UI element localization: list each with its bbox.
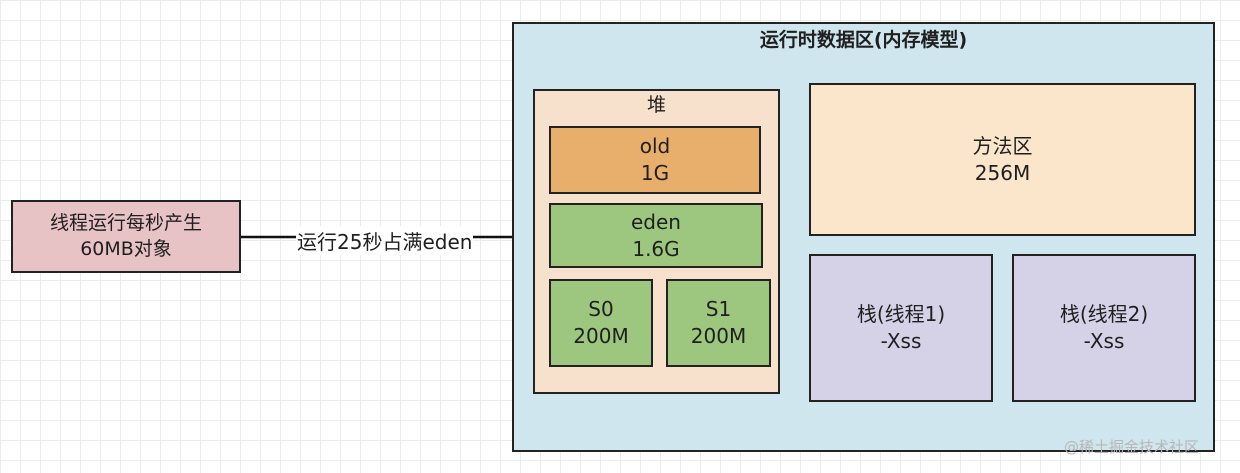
old-generation-size: 1G bbox=[640, 161, 670, 185]
runtime-data-area-title: 运行时数据区(内存模型) bbox=[759, 29, 968, 51]
stack-thread-1-name: 栈(线程1) bbox=[856, 302, 946, 326]
method-area-box: 方法区 256M bbox=[809, 83, 1196, 236]
eden-box: eden 1.6G bbox=[549, 203, 763, 268]
survivor-s1-size: 200M bbox=[690, 324, 747, 348]
thread-producer-box: 线程运行每秒产生 60MB对象 bbox=[11, 200, 241, 273]
producer-line-2: 60MB对象 bbox=[80, 237, 172, 260]
old-generation-name: old bbox=[639, 134, 671, 158]
watermark: @稀土掘金技术社区 bbox=[1064, 438, 1200, 456]
survivor-s0-box: S0 200M bbox=[549, 279, 653, 367]
survivor-s0-size: 200M bbox=[573, 324, 629, 348]
survivor-s0-name: S0 bbox=[588, 297, 614, 321]
heap-title: 堆 bbox=[646, 94, 666, 116]
method-area-name: 方法区 bbox=[972, 133, 1033, 158]
survivor-s1-name: S1 bbox=[705, 297, 732, 321]
producer-line-1: 线程运行每秒产生 bbox=[49, 211, 202, 234]
eden-name: eden bbox=[631, 209, 681, 234]
survivor-s1-box: S1 200M bbox=[666, 279, 771, 367]
stack-thread-2-name: 栈(线程2) bbox=[1059, 302, 1149, 326]
eden-size: 1.6G bbox=[632, 236, 680, 261]
method-area-size: 256M bbox=[974, 160, 1031, 185]
stack-thread-1-box: 栈(线程1) -Xss bbox=[809, 254, 993, 402]
stack-thread-2-param: -Xss bbox=[1083, 329, 1125, 353]
stack-thread-1-param: -Xss bbox=[880, 329, 922, 353]
flow-arrow-label: 运行25秒占满eden bbox=[296, 226, 474, 255]
old-generation-box: old 1G bbox=[549, 126, 761, 194]
stack-thread-2-box: 栈(线程2) -Xss bbox=[1012, 254, 1196, 402]
